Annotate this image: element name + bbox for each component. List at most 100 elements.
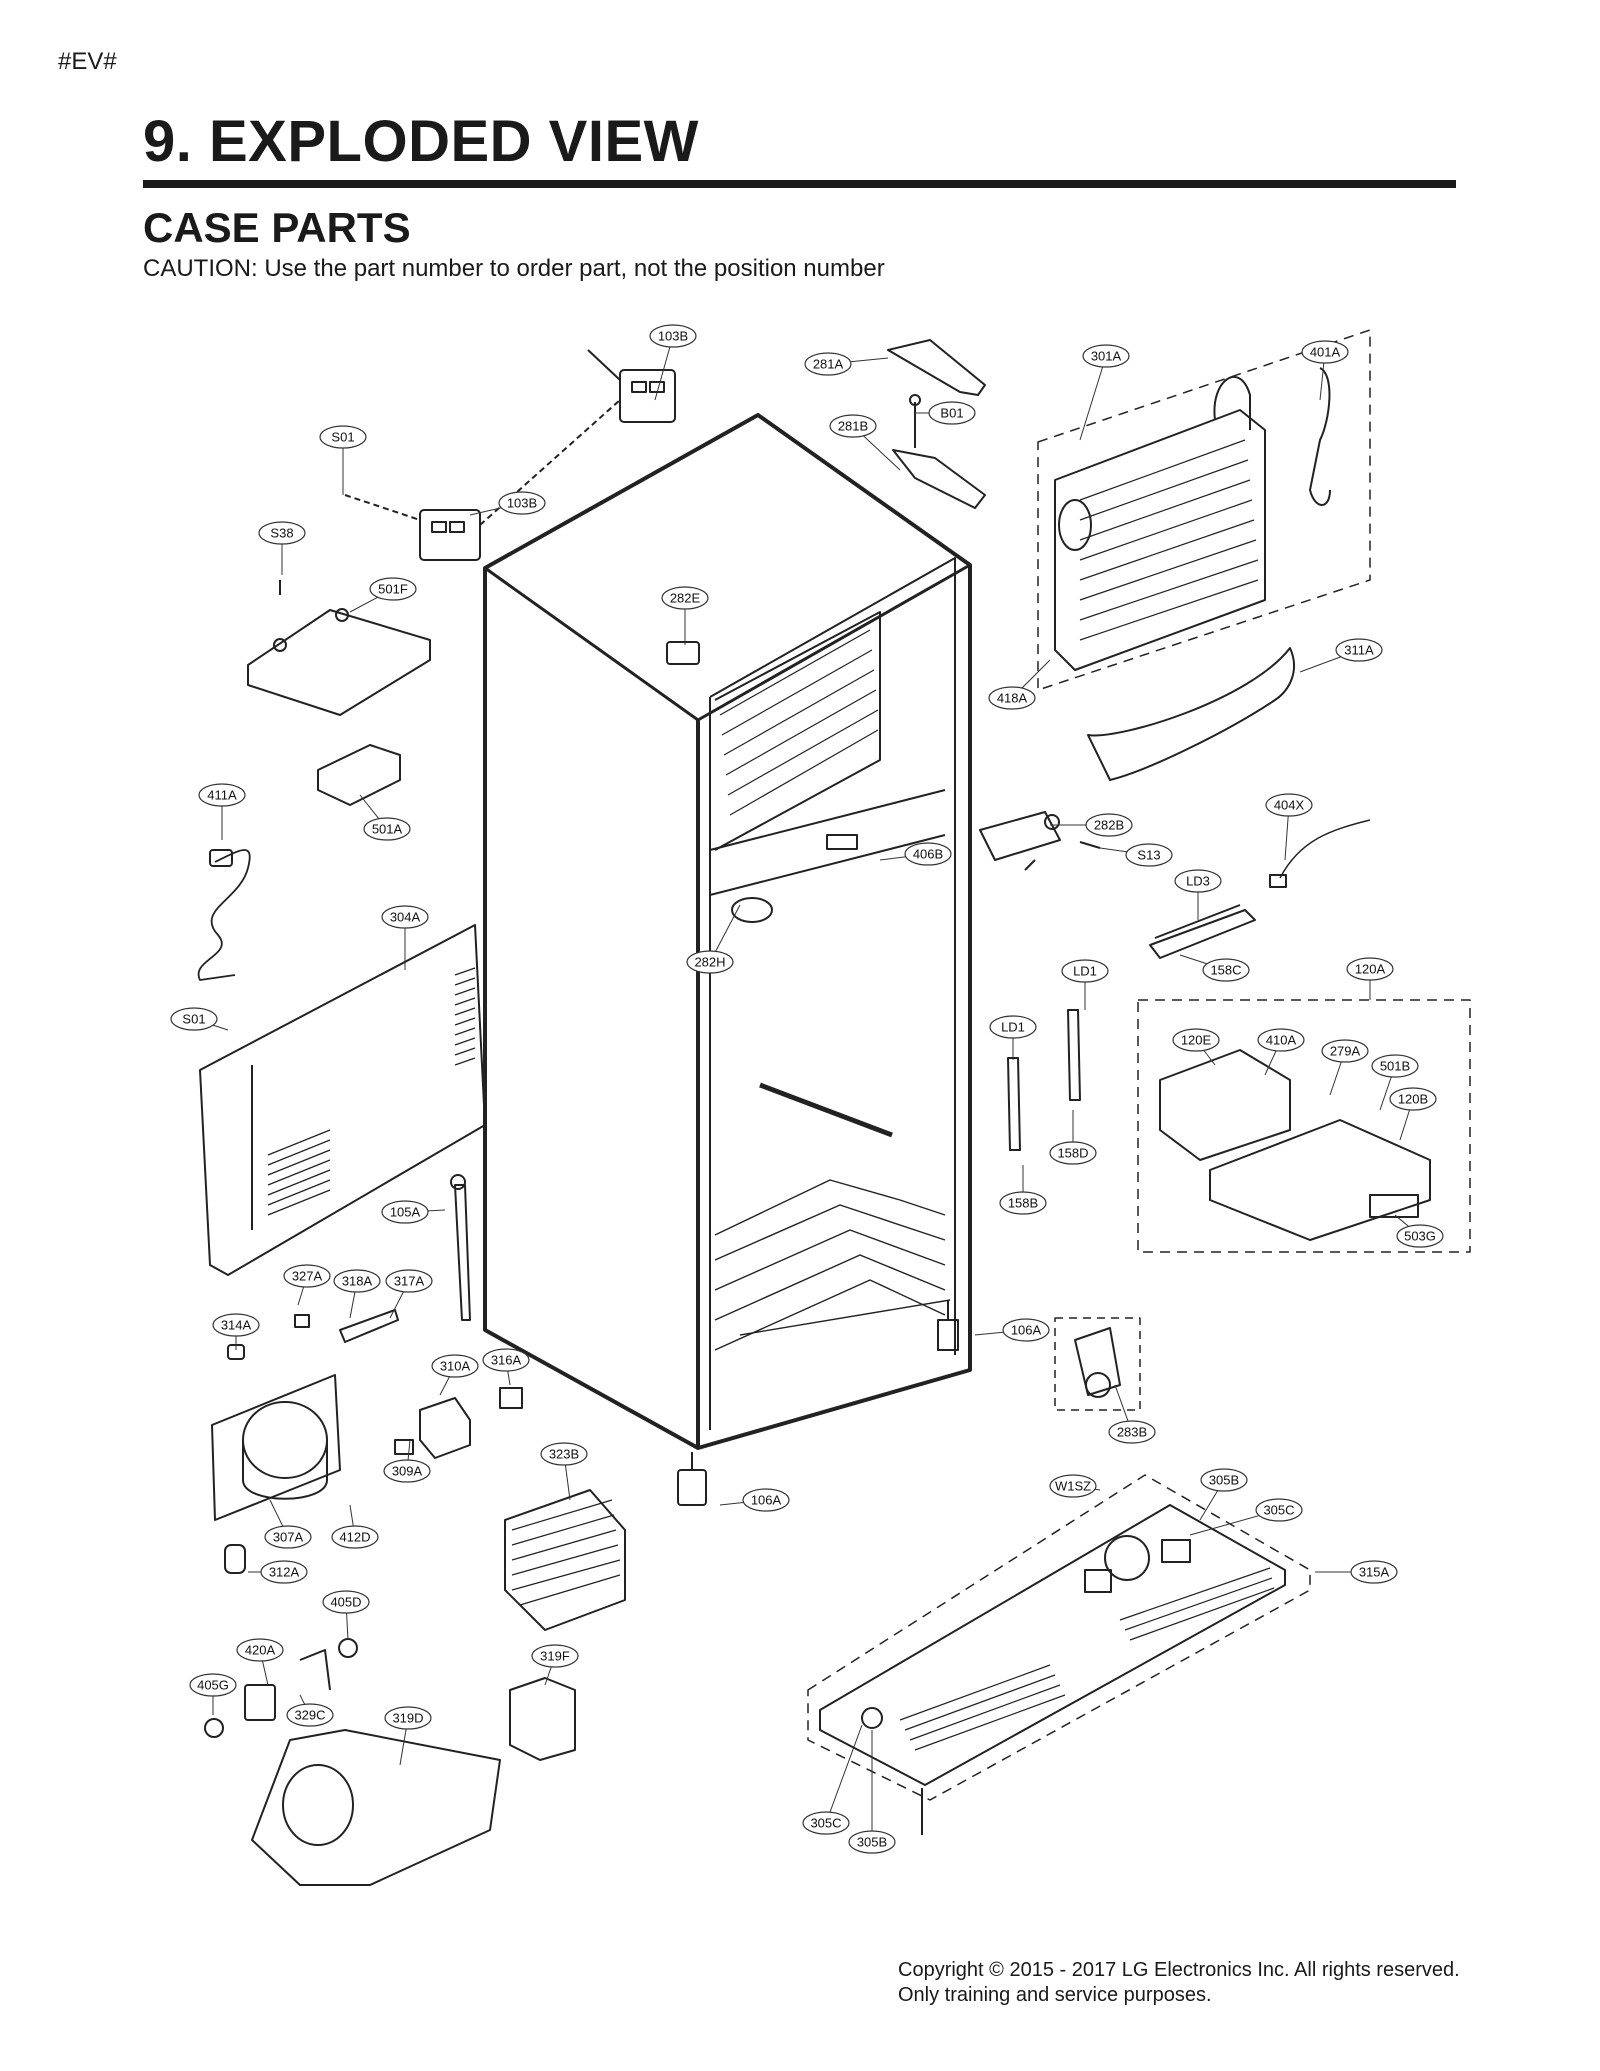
callout-501b: 501B <box>1371 1054 1419 1111</box>
cabinet-drawing <box>483 413 972 1450</box>
callout-oval <box>1002 1318 1050 1342</box>
callout-ld3: LD3 <box>1174 869 1222 920</box>
callout-279a: 279A <box>1321 1039 1369 1096</box>
callout-106a: 106A <box>719 1488 790 1512</box>
callout-oval <box>686 950 734 974</box>
callout-label: 279A <box>1330 1044 1361 1059</box>
callout-label: 317A <box>394 1274 425 1289</box>
callout-420a: 420A <box>236 1638 284 1686</box>
callout-oval <box>1202 958 1250 982</box>
callout-319f: 319F <box>531 1644 579 1686</box>
evaporator-drawing <box>1037 329 1371 691</box>
callout-oval <box>1396 1224 1444 1248</box>
callout-283b: 283B <box>1108 1384 1156 1444</box>
duct-drawing <box>509 1677 576 1761</box>
callout-oval <box>286 1703 334 1727</box>
callout-label: 323B <box>549 1447 579 1462</box>
callout-412d: 412D <box>331 1504 379 1549</box>
callout-label: 316A <box>491 1353 522 1368</box>
callout-oval <box>989 1015 1037 1039</box>
callout-120a: 120A <box>1346 957 1394 1000</box>
callout-oval <box>212 1313 260 1337</box>
callout-label: 307A <box>273 1530 304 1545</box>
callout-oval <box>260 1560 308 1584</box>
callout-oval <box>988 686 1036 710</box>
callout-310a: 310A <box>431 1354 479 1396</box>
compressor-drawing <box>211 1309 399 1574</box>
callout-oval <box>198 783 246 807</box>
callout-158b: 158B <box>999 1165 1047 1215</box>
callout-label: 282E <box>670 591 701 606</box>
callout-label: 501F <box>378 582 408 597</box>
part-drawings <box>197 329 1471 1886</box>
callout-label: 319F <box>540 1649 570 1664</box>
callout-label: 404X <box>1274 798 1305 813</box>
title-rule <box>143 180 1456 188</box>
foot-drawing <box>677 1300 959 1506</box>
callout-label: W1SZ <box>1055 1479 1091 1494</box>
callout-oval <box>385 1269 433 1293</box>
callout-282e: 282E <box>661 586 709 645</box>
callout-ld1: LD1 <box>989 1015 1037 1060</box>
callout-281b: 281B <box>829 414 901 471</box>
callout-oval <box>482 1348 530 1372</box>
callout-oval <box>1301 340 1349 364</box>
callout-oval <box>431 1354 479 1378</box>
led-module-drawing <box>1149 904 1256 959</box>
callout-label: 405D <box>330 1595 361 1610</box>
callout-label: 329C <box>294 1708 325 1723</box>
callout-158c: 158C <box>1179 954 1250 982</box>
callout-oval <box>384 1706 432 1730</box>
callout-oval <box>1200 1468 1248 1492</box>
callout-oval <box>649 324 697 348</box>
callout-oval <box>742 1488 790 1512</box>
callout-oval <box>1321 1039 1369 1063</box>
callout-label: 106A <box>1011 1323 1042 1338</box>
callout-label: 503G <box>1404 1229 1436 1244</box>
callout-oval <box>1172 1028 1220 1052</box>
top-bracket-drawing <box>344 349 676 561</box>
callout-label: 301A <box>1091 349 1122 364</box>
callout-label: 411A <box>207 788 237 803</box>
drain-pipe-drawing <box>450 1174 471 1321</box>
callout-label: 314A <box>221 1318 252 1333</box>
callout-405d: 405D <box>322 1590 370 1641</box>
callout-oval <box>802 1811 850 1835</box>
callout-oval <box>1265 793 1313 817</box>
callout-oval <box>369 577 417 601</box>
callout-319d: 319D <box>384 1706 432 1766</box>
callout-309a: 309A <box>383 1439 431 1483</box>
callout-label: 305B <box>1209 1473 1239 1488</box>
callout-label: 501A <box>372 822 403 837</box>
callout-304a: 304A <box>381 905 429 970</box>
callout-label: 412D <box>339 1530 370 1545</box>
callout-314a: 314A <box>212 1313 260 1350</box>
callout-oval <box>1389 1087 1437 1111</box>
callout-label: B01 <box>940 406 963 421</box>
callout-label: S38 <box>270 526 293 541</box>
control-box-drawing <box>1137 999 1471 1253</box>
back-panel-drawing <box>199 924 486 1276</box>
callout-106a: 106A <box>974 1318 1050 1342</box>
callout-501f: 501F <box>349 577 417 613</box>
callout-305b: 305B <box>1199 1468 1248 1521</box>
callout-label: S01 <box>182 1012 205 1027</box>
callout-281a: 281A <box>804 352 889 376</box>
callout-label: 282B <box>1094 818 1124 833</box>
callout-label: 401A <box>1310 345 1341 360</box>
callout-327a: 327A <box>283 1264 331 1306</box>
callout-label: 120B <box>1398 1092 1428 1107</box>
callout-oval <box>381 905 429 929</box>
middle-hinge-drawing <box>979 811 1101 871</box>
callout-oval <box>283 1264 331 1288</box>
callout-label: LD3 <box>1186 874 1210 889</box>
copyright-line: Copyright © 2015 - 2017 LG Electronics I… <box>898 1959 1460 1981</box>
callout-oval <box>999 1191 1047 1215</box>
callout-oval <box>531 1644 579 1668</box>
callout-oval <box>333 1269 381 1293</box>
callout-105a: 105A <box>381 1200 446 1224</box>
callout-label: 305C <box>810 1816 841 1831</box>
callout-s38: S38 <box>258 521 306 575</box>
callout-label: S01 <box>331 430 354 445</box>
